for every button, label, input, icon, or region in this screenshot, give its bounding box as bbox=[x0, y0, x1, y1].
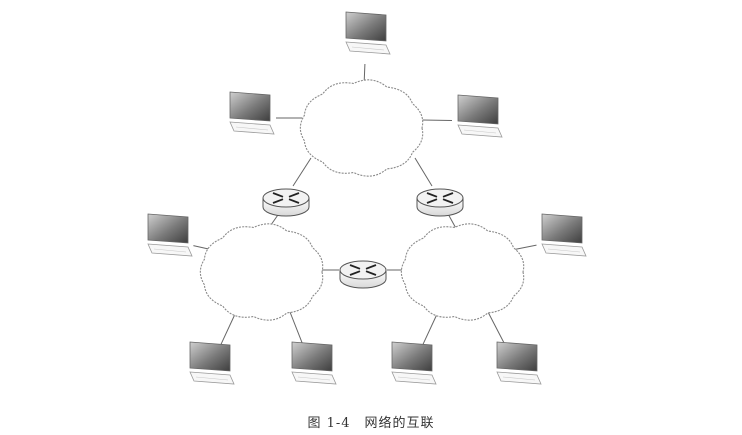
host-link bbox=[289, 311, 303, 344]
computer-terminal-icon bbox=[391, 341, 437, 385]
host-link bbox=[511, 244, 537, 251]
figure-title: 网络的互联 bbox=[364, 416, 435, 431]
computer-terminal-icon bbox=[457, 94, 503, 138]
computer-terminal-icon bbox=[147, 213, 193, 257]
routers bbox=[262, 188, 464, 289]
computer-terminal-icon bbox=[541, 213, 587, 257]
hosts bbox=[147, 11, 587, 385]
router-bottom-icon bbox=[339, 260, 387, 289]
figure-caption: 图 1-4 网络的互联 bbox=[0, 412, 742, 431]
router-top-right-icon bbox=[416, 188, 464, 217]
computer-terminal-icon bbox=[496, 341, 542, 385]
host-link bbox=[422, 311, 439, 345]
computer-terminal-icon bbox=[345, 11, 391, 55]
networks bbox=[199, 79, 525, 321]
host-link bbox=[421, 119, 453, 122]
left-network-cloud-icon bbox=[199, 223, 324, 321]
router-top-left-icon bbox=[262, 188, 310, 217]
computer-terminal-icon bbox=[229, 91, 275, 135]
host-link bbox=[487, 311, 506, 346]
top-network-cloud-icon bbox=[299, 79, 424, 177]
router-link bbox=[292, 157, 312, 187]
right-network-cloud-icon bbox=[400, 223, 525, 321]
host-link bbox=[220, 311, 237, 345]
computer-terminal-icon bbox=[189, 341, 235, 385]
computer-terminal-icon bbox=[291, 341, 337, 385]
figure-number: 图 1-4 bbox=[307, 416, 351, 431]
router-link bbox=[414, 157, 433, 187]
